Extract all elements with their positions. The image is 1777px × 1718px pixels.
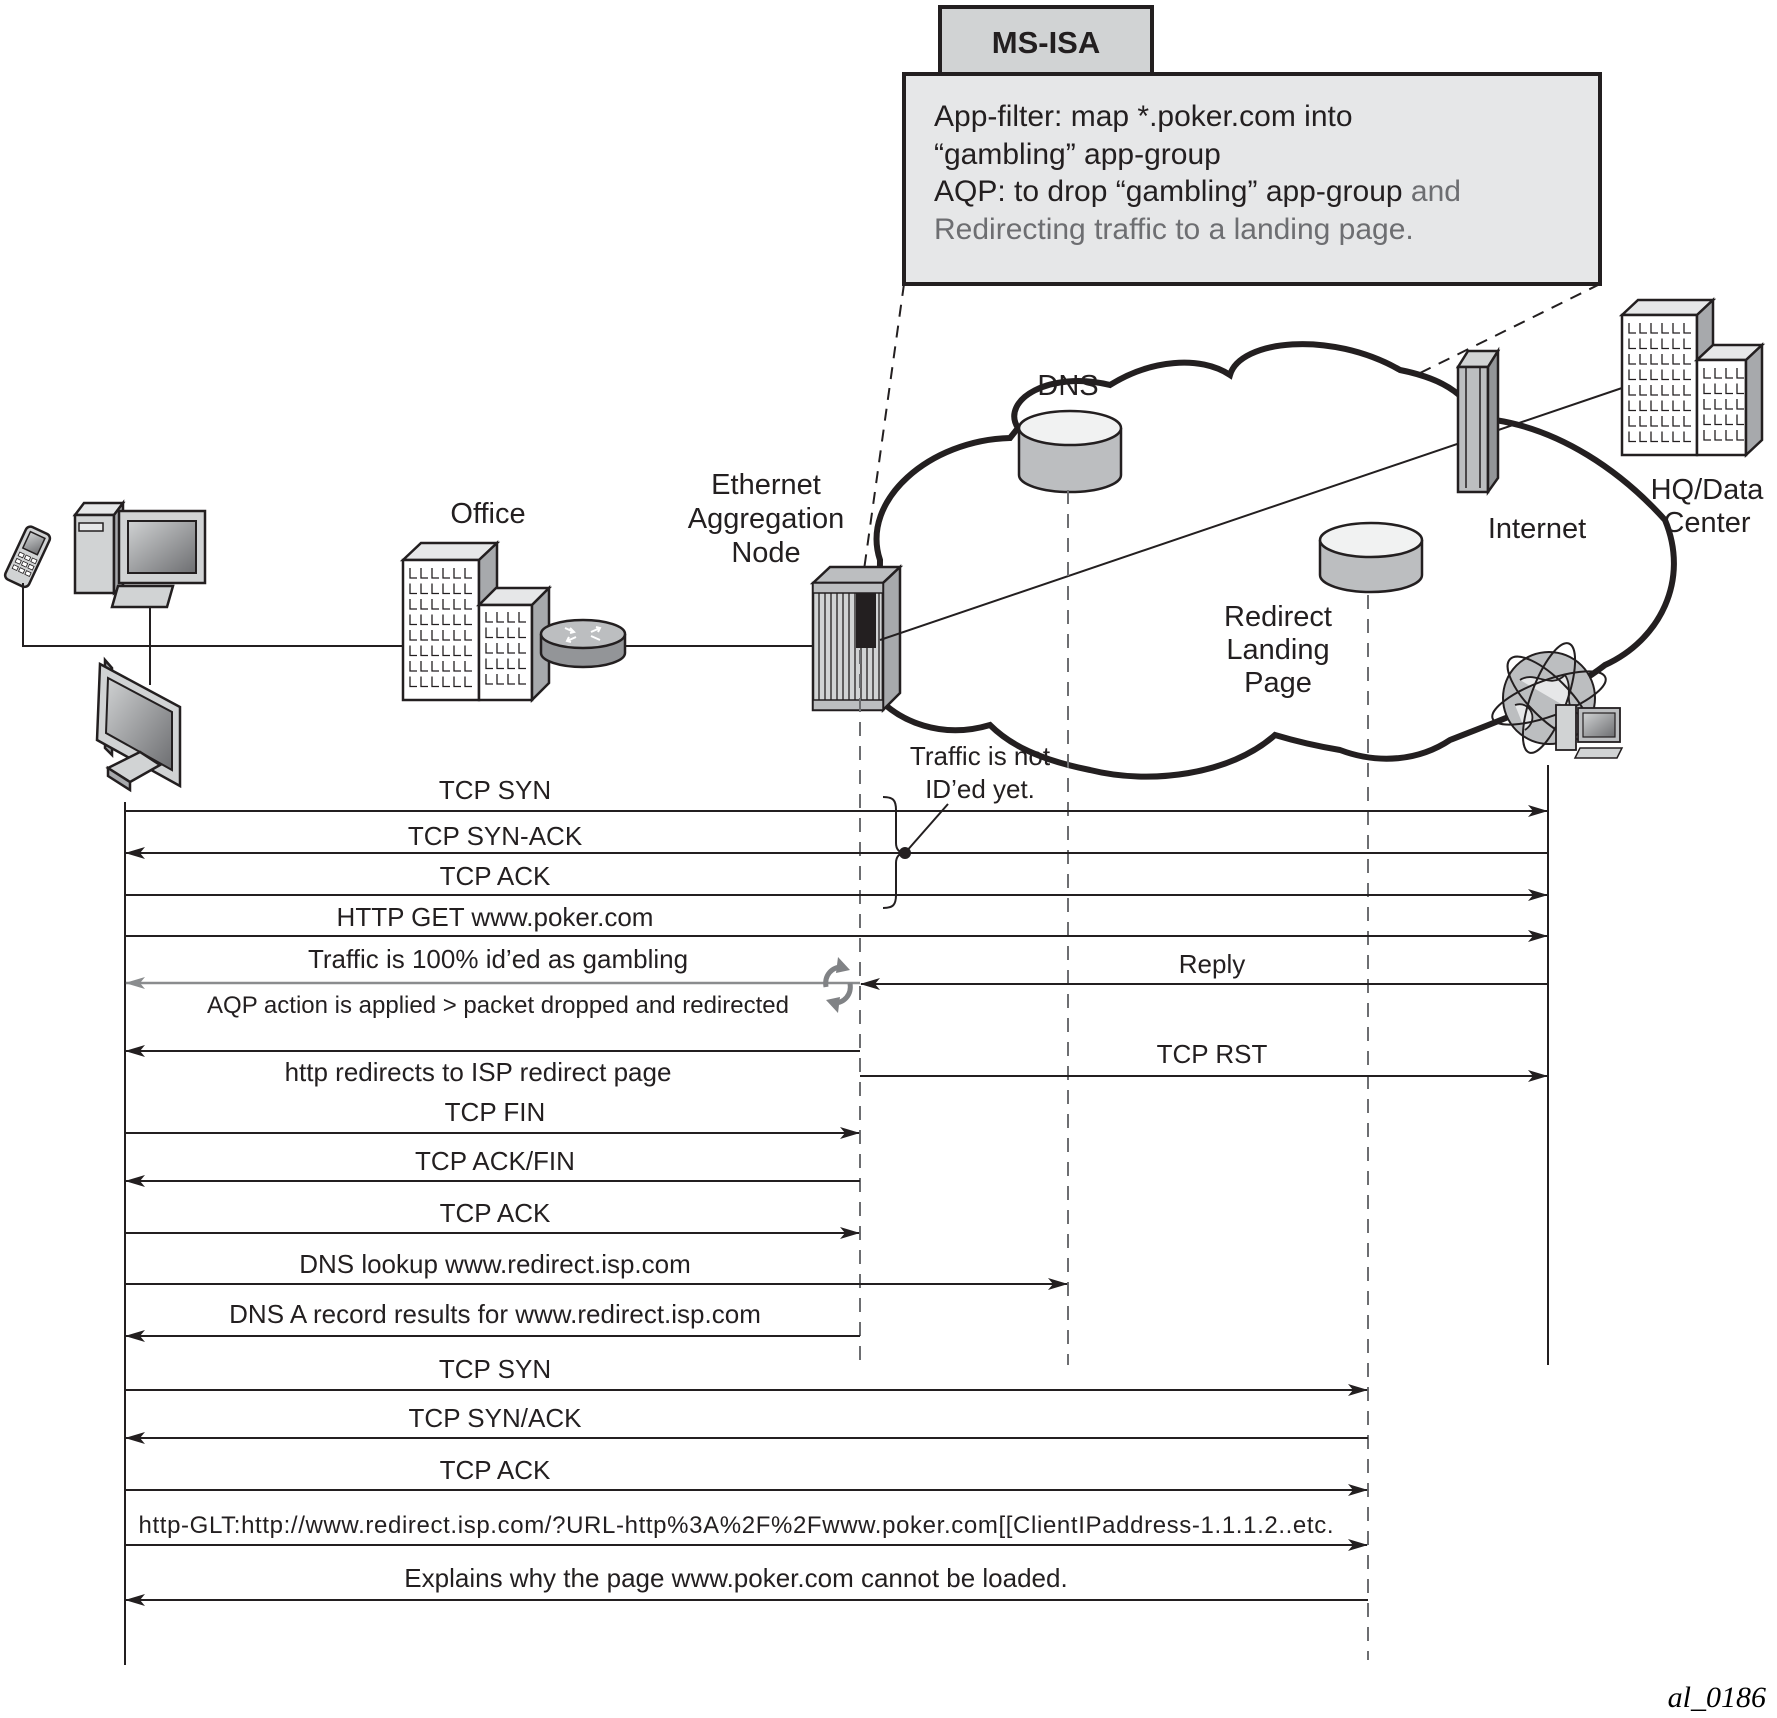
message-m3: TCP ACK	[125, 861, 1548, 901]
ean-label-line-2: Aggregation	[688, 503, 844, 535]
message-label: http-GLT:http://www.redirect.isp.com/?UR…	[139, 1512, 1334, 1539]
annotation-leader	[904, 803, 949, 854]
ms-isa-line-1: App-filter: map *.poker.com into	[934, 100, 1353, 133]
message-label: Traffic is 100% id’ed as gambling	[308, 944, 688, 974]
message-m7: http redirects to ISP redirect page	[125, 1045, 860, 1087]
annotation-line-1: Traffic is not	[910, 741, 1051, 771]
message-m18: Explains why the page www.poker.com cann…	[125, 1563, 1368, 1606]
desktop-computer-icon	[72, 499, 207, 609]
office-building-icon	[399, 540, 553, 704]
redirect-server-icon	[1318, 521, 1424, 594]
ean-label-line-1: Ethernet	[711, 469, 821, 501]
message-label: HTTP GET www.poker.com	[337, 902, 654, 932]
internet-label: Internet	[1488, 513, 1586, 545]
dns-label: DNS	[1037, 370, 1098, 402]
message-label: TCP SYN	[439, 1354, 551, 1384]
message-label: DNS lookup www.redirect.isp.com	[299, 1249, 691, 1279]
message-m8: TCP RST	[860, 1039, 1548, 1082]
ms-isa-callout: MS-ISA App-filter: map *.poker.com into …	[856, 5, 1602, 641]
message-m9: TCP FIN	[125, 1097, 860, 1139]
ms-isa-tab	[938, 5, 1154, 79]
ms-isa-box	[902, 72, 1602, 286]
hq-building-icon	[1618, 297, 1766, 458]
message-m15: TCP SYN/ACK	[125, 1403, 1368, 1444]
office-label: Office	[450, 498, 525, 530]
callout-projection-left	[856, 283, 905, 621]
message-m17: http-GLT:http://www.redirect.isp.com/?UR…	[125, 1512, 1368, 1551]
message-m5b: AQP action is applied > packet dropped a…	[207, 992, 789, 1019]
message-m11: TCP ACK	[125, 1198, 860, 1239]
message-label: TCP FIN	[445, 1097, 546, 1127]
ms-isa-line-2: “gambling” app-group	[934, 138, 1221, 171]
message-label: DNS A record results for www.redirect.is…	[229, 1299, 761, 1329]
message-label: TCP ACK/FIN	[415, 1146, 575, 1176]
hq-label-line-1: HQ/Data	[1651, 474, 1765, 506]
redirect-label-line-1: Redirect	[1224, 601, 1332, 633]
message-label: TCP ACK	[440, 1198, 551, 1228]
message-label: TCP SYN/ACK	[409, 1403, 583, 1433]
message-list: TCP SYN TCP SYN-ACK TCP ACK HTTP GET www.po…	[125, 775, 1548, 1606]
redirect-label-line-3: Page	[1244, 667, 1312, 699]
ms-isa-line-4: Redirecting traffic to a landing page.	[934, 213, 1414, 246]
message-label: TCP SYN-ACK	[408, 821, 583, 851]
ethernet-aggregation-node-icon	[809, 564, 904, 714]
web-server-globe-icon	[1491, 642, 1624, 759]
message-label: AQP action is applied > packet dropped a…	[207, 992, 789, 1019]
message-label: TCP ACK	[440, 1455, 551, 1485]
figure-id: al_0186	[1668, 1681, 1766, 1714]
redirect-cycle-icon	[823, 957, 853, 1013]
message-m13: DNS A record results for www.redirect.is…	[125, 1299, 860, 1342]
message-m6: Reply	[860, 949, 1548, 990]
ms-isa-line-3-suffix: and	[1403, 175, 1461, 208]
client-devices	[3, 499, 403, 793]
annotation-line-2: ID’ed yet.	[925, 774, 1035, 804]
ms-isa-tab-label: MS-ISA	[992, 25, 1101, 60]
message-label: TCP RST	[1157, 1039, 1268, 1069]
not-identified-annotation: Traffic is not ID’ed yet.	[882, 741, 1051, 909]
message-label: Explains why the page www.poker.com cann…	[404, 1563, 1067, 1593]
message-m1: TCP SYN	[125, 775, 1548, 817]
message-label: TCP ACK	[440, 861, 551, 891]
message-m5: Traffic is 100% id’ed as gambling	[125, 944, 860, 989]
flat-monitor-icon	[95, 656, 182, 793]
message-label: TCP SYN	[439, 775, 551, 805]
message-m16: TCP ACK	[125, 1455, 1368, 1496]
ean-label-line-3: Node	[731, 537, 800, 569]
mobile-phone-icon	[3, 525, 52, 589]
message-m14: TCP SYN	[125, 1354, 1368, 1396]
message-m10: TCP ACK/FIN	[125, 1146, 860, 1187]
message-m2: TCP SYN-ACK	[125, 821, 1548, 859]
internet-gateway-icon	[1455, 346, 1501, 496]
ms-isa-line-3-main: AQP: to drop “gambling” app-group	[934, 175, 1403, 208]
router-icon	[539, 618, 627, 669]
message-m4: HTTP GET www.poker.com	[125, 902, 1548, 942]
redirect-label-line-2: Landing	[1226, 634, 1329, 666]
message-label: Reply	[1179, 949, 1245, 979]
ms-isa-line-3: AQP: to drop “gambling” app-group and	[934, 175, 1461, 208]
message-label: http redirects to ISP redirect page	[285, 1057, 672, 1087]
message-m12: DNS lookup www.redirect.isp.com	[125, 1249, 1068, 1290]
phone-link	[22, 583, 403, 647]
hq-label-line-2: Center	[1663, 507, 1750, 539]
dns-server-icon	[1017, 409, 1123, 494]
